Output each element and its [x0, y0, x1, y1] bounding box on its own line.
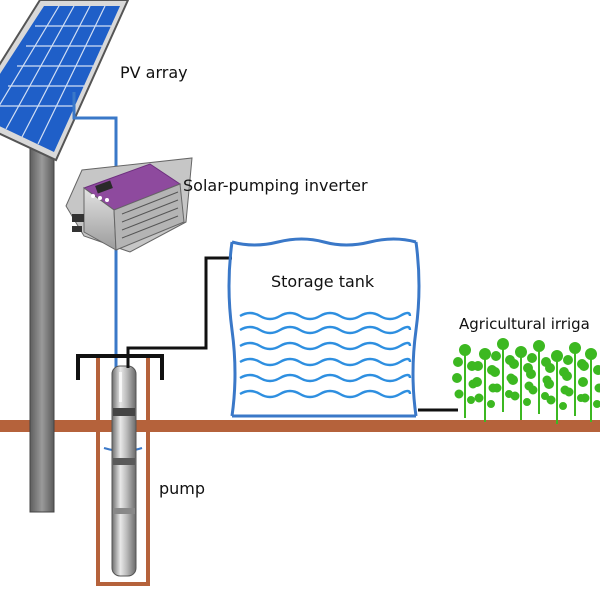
- pump-label: pump: [159, 479, 206, 498]
- agricultural-label: Agricultural irriga: [459, 315, 590, 333]
- crop-plants-icon: [452, 338, 600, 425]
- well-cap: [76, 354, 164, 380]
- inverter-label: Solar-pumping inverter: [183, 176, 368, 195]
- storage-tank-label: Storage tank: [271, 272, 375, 291]
- delivery-pipe: [126, 256, 236, 368]
- inverter-box-icon: [65, 157, 193, 253]
- dc-cable: [72, 92, 118, 170]
- pv-array-label: PV array: [120, 63, 188, 82]
- pv-mount-pole: [29, 139, 55, 513]
- ground-line: [0, 420, 600, 432]
- water-tank-icon: [227, 237, 421, 418]
- submersible-pump-icon: [111, 365, 137, 577]
- pv-panel-icon: [0, 0, 130, 162]
